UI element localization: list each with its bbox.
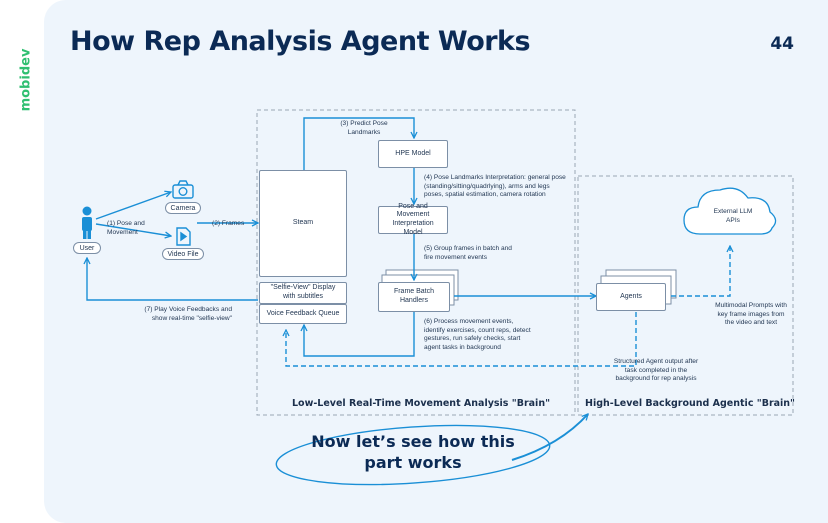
user-node: User <box>73 242 101 254</box>
callout-text: Now let’s see how this part works <box>311 432 515 472</box>
label-step3: (3) Predict Pose Landmarks <box>340 120 388 136</box>
edge-feedback-to-user <box>87 258 258 301</box>
camera-icon <box>172 180 194 199</box>
edge-agents-structured-output <box>286 304 637 367</box>
label-step1: (1) Pose and Movement <box>107 220 145 236</box>
label-structured-output: Structured Agent output after task compl… <box>613 358 699 383</box>
edge-user-to-video <box>95 223 171 236</box>
edge-user-to-camera <box>95 192 171 220</box>
low-level-section-title: Low-Level Real-Time Movement Analysis "B… <box>292 398 551 409</box>
frame-batch-node: Frame Batch Handlers <box>378 282 450 312</box>
label-step6: (6) Process movement events, identify ex… <box>424 318 531 351</box>
high-level-section-frame <box>577 175 794 416</box>
callout-arrow <box>511 414 588 461</box>
user-icon <box>82 206 92 239</box>
label-step4: (4) Pose Landmarks Interpretation: gener… <box>424 174 566 199</box>
high-level-section-title: High-Level Background Agentic "Brain" <box>585 398 796 409</box>
video-file-node: Video File <box>162 248 204 260</box>
page-number: 44 <box>770 34 794 54</box>
hpe-model-node: HPE Model <box>378 140 448 168</box>
svg-text:mobidev: mobidev <box>19 48 34 111</box>
video-file-icon <box>176 227 191 246</box>
content-panel <box>44 0 828 523</box>
edge-predict-landmarks <box>303 117 414 170</box>
callout-ellipse <box>275 424 551 486</box>
steam-node: Steam <box>259 170 347 277</box>
voice-queue-node: Voice Feedback Queue <box>259 304 347 324</box>
mobidev-logo: mobidev <box>19 48 34 111</box>
edge-batch-to-voice <box>304 312 415 357</box>
edge-agents-to-llm <box>671 246 730 297</box>
agents-node: Agents <box>596 283 666 311</box>
camera-node: Camera <box>165 202 201 214</box>
label-step7: (7) Play Voice Feedbacks and show real-t… <box>144 306 232 322</box>
cloud-shape <box>683 187 777 235</box>
label-step5: (5) Group frames in batch and fire movem… <box>424 245 512 261</box>
llm-apis-node: External LLM APIs <box>713 208 753 224</box>
page-title: How Rep Analysis Agent Works <box>70 26 531 57</box>
label-step2: (2) Frames <box>212 220 245 227</box>
label-multimodal: Multimodal Prompts with key frame images… <box>715 302 787 327</box>
selfie-view-node: "Selfie-View" Display with subtitles <box>259 282 347 304</box>
low-level-section-frame <box>256 109 576 416</box>
pose-model-node: Pose and Movement Interpretation Model <box>378 203 448 236</box>
